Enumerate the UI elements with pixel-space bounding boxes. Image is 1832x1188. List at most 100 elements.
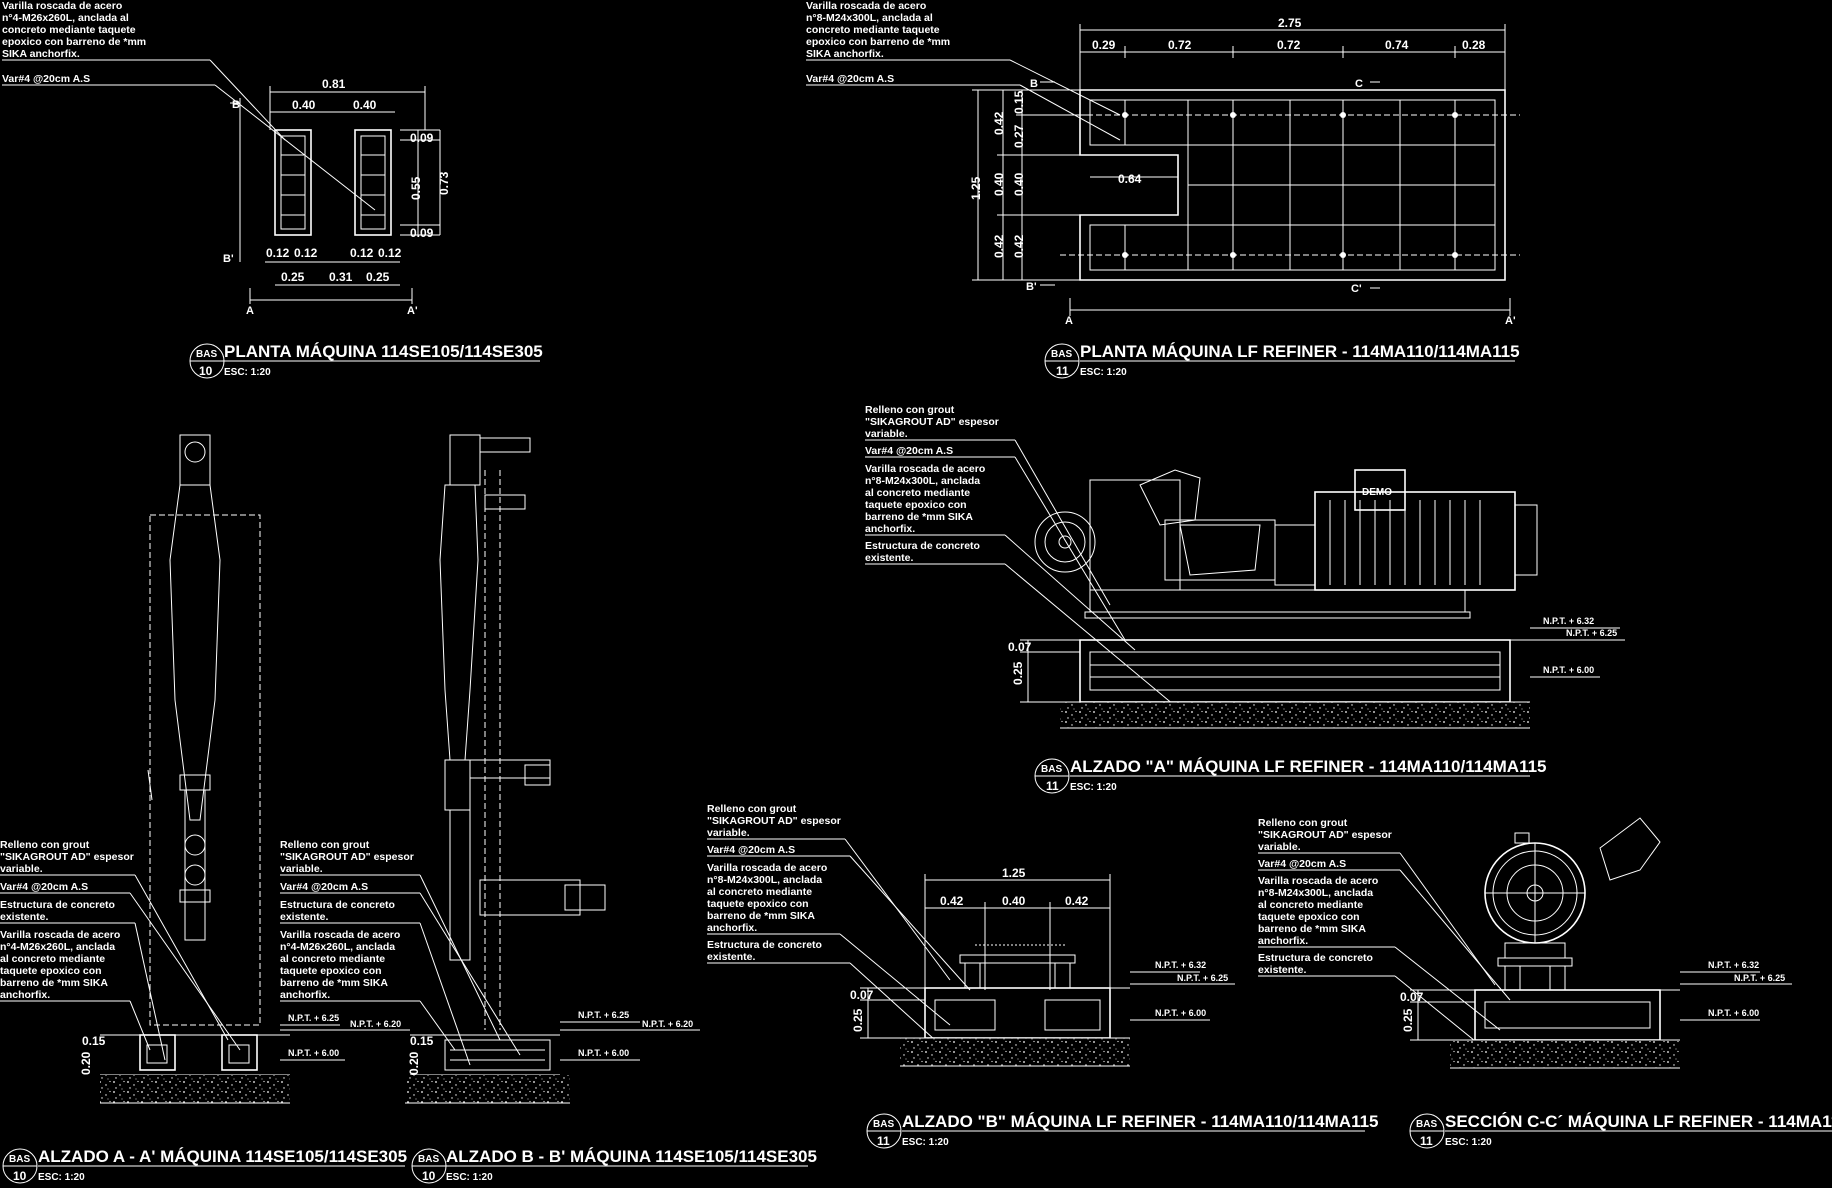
- note-line: Relleno con grout: [0, 839, 90, 851]
- npt-label: N.P.T. + 6.32: [1708, 960, 1759, 970]
- note-line: "SIKAGROUT AD" espesor: [280, 851, 414, 863]
- dim-text: 0.25: [281, 270, 305, 284]
- note-line: Relleno con grout: [280, 839, 370, 851]
- view-title: ALZADO A - A' MÁQUINA 114SE105/114SE305: [38, 1147, 407, 1166]
- note-line: existente.: [865, 552, 914, 564]
- npt-label: N.P.T. + 6.00: [1708, 1008, 1759, 1018]
- view-title: ALZADO B - B' MÁQUINA 114SE105/114SE305: [446, 1147, 817, 1166]
- note-line: n°8-M24x300L, anclada: [865, 475, 980, 487]
- note-line: Relleno con grout: [1258, 817, 1348, 829]
- badge-num: 10: [422, 1169, 436, 1183]
- note-var4: Var#4 @20cm A.S: [806, 73, 894, 85]
- note-line: taquete epoxico con: [280, 965, 382, 977]
- section-c-refiner: Relleno con grout "SIKAGROUT AD" espesor…: [1258, 817, 1792, 1069]
- note-line: Varilla roscada de acero: [2, 0, 122, 12]
- npt-label: N.P.T. + 6.20: [642, 1019, 693, 1029]
- section-mark: A: [246, 305, 254, 317]
- badge-num: 10: [13, 1169, 27, 1183]
- section-mark: C': [1351, 283, 1362, 295]
- dim-text: 0.40: [292, 98, 316, 112]
- scale-text: ESC: 1:20: [224, 367, 271, 378]
- note-line: anchorfix.: [1258, 935, 1308, 947]
- note-line: Estructura de concreto: [280, 899, 395, 911]
- dim-text: 0.09: [410, 131, 434, 145]
- note-line: anchorfix.: [0, 989, 50, 1001]
- scale-text: ESC: 1:20: [1080, 367, 1127, 378]
- view-title: SECCIÓN C-C´ MÁQUINA LF REFINER - 114MA1…: [1445, 1112, 1832, 1131]
- note-line: Varilla roscada de acero: [806, 0, 926, 12]
- badge-num: 11: [1056, 364, 1069, 378]
- npt-label: N.P.T. + 6.25: [578, 1010, 629, 1020]
- badge-top: BAS: [1041, 764, 1062, 775]
- npt-label: N.P.T. + 6.25: [1734, 973, 1785, 983]
- note-line: Varilla roscada de acero: [280, 929, 400, 941]
- note-line: al concreto mediante: [865, 487, 970, 499]
- note-line: concreto mediante taquete: [2, 24, 136, 36]
- dim-text: 0.15: [82, 1034, 106, 1048]
- note-line: "SIKAGROUT AD" espesor: [865, 416, 999, 428]
- dim-text: 0.29: [1092, 38, 1116, 52]
- note-line: n°8-M24x300L, anclada: [1258, 887, 1373, 899]
- section-mark: C: [1355, 78, 1363, 90]
- dim-text: 0.25: [1401, 1008, 1415, 1032]
- badge-num: 11: [877, 1134, 890, 1148]
- note-line: Varilla roscada de acero: [707, 862, 827, 874]
- elevation-b-refiner: Relleno con grout "SIKAGROUT AD" espesor…: [707, 803, 1235, 1067]
- scale-text: ESC: 1:20: [1445, 1137, 1492, 1148]
- badge-top: BAS: [873, 1119, 894, 1130]
- note-line: concreto mediante taquete: [806, 24, 940, 36]
- view-title: ALZADO "B" MÁQUINA LF REFINER - 114MA110…: [902, 1112, 1379, 1131]
- badge-top: BAS: [9, 1154, 30, 1165]
- badge-top: BAS: [418, 1154, 439, 1165]
- dim-text: 0.55: [409, 176, 423, 200]
- badge-top: BAS: [1416, 1119, 1437, 1130]
- dim-text: 1.25: [1002, 866, 1026, 880]
- note-line: n°4-M26x260L, anclada al: [2, 12, 129, 24]
- note-line: anchorfix.: [865, 523, 915, 535]
- note-line: existente.: [1258, 964, 1307, 976]
- note-line: al concreto mediante: [0, 953, 105, 965]
- note-line: anchorfix.: [280, 989, 330, 1001]
- badge-num: 11: [1420, 1134, 1433, 1148]
- dim-text: 0.42: [1012, 234, 1026, 258]
- note-line: SIKA anchorfix.: [806, 48, 884, 60]
- note-line: "SIKAGROUT AD" espesor: [707, 815, 841, 827]
- badge-top: BAS: [1051, 349, 1072, 360]
- badge-num: 11: [1046, 779, 1059, 793]
- elevation-a-refiner: Relleno con grout "SIKAGROUT AD" espesor…: [865, 404, 1625, 729]
- scale-text: ESC: 1:20: [38, 1172, 85, 1183]
- dim-text: 0.07: [1008, 640, 1032, 654]
- npt-label: N.P.T. + 6.00: [288, 1048, 339, 1058]
- note-line: epoxico con barreno de *mm: [806, 36, 950, 48]
- npt-label: N.P.T. + 6.00: [1543, 665, 1594, 675]
- dim-text: 1.25: [969, 176, 983, 200]
- npt-label: N.P.T. + 6.20: [350, 1019, 401, 1029]
- note-line: n°4-M26x260L, anclada: [0, 941, 115, 953]
- section-mark: B': [1026, 281, 1037, 293]
- dim-text: 0.12: [350, 246, 374, 260]
- dim-text: 0.20: [79, 1051, 93, 1075]
- note-line: barreno de *mm SIKA: [0, 977, 108, 989]
- note-line: al concreto mediante: [707, 886, 812, 898]
- title-elevation-bb: BAS 10 ALZADO B - B' MÁQUINA 114SE105/11…: [411, 1147, 817, 1184]
- title-elevation-a: BAS 11 ALZADO "A" MÁQUINA LF REFINER - 1…: [1034, 757, 1547, 794]
- dim-text: 0.28: [1462, 38, 1486, 52]
- motor-brand: DEMO: [1362, 487, 1392, 498]
- npt-label: N.P.T. + 6.32: [1543, 616, 1594, 626]
- note-line: n°8-M24x300L, anclada: [707, 874, 822, 886]
- note-line: Relleno con grout: [707, 803, 797, 815]
- dim-text: 0.09: [410, 226, 434, 240]
- dim-text: 0.40: [992, 172, 1006, 196]
- note-line: "SIKAGROUT AD" espesor: [1258, 829, 1392, 841]
- dim-text: 0.42: [992, 111, 1006, 135]
- section-mark: B: [232, 99, 240, 111]
- npt-label: N.P.T. + 6.32: [1155, 960, 1206, 970]
- note-var4: Var#4 @20cm A.S: [0, 881, 88, 893]
- note-line: Varilla roscada de acero: [865, 463, 985, 475]
- npt-label: N.P.T. + 6.25: [1177, 973, 1228, 983]
- note-line: variable.: [0, 863, 43, 875]
- section-mark: A: [1065, 315, 1073, 327]
- npt-label: N.P.T. + 6.25: [1566, 628, 1617, 638]
- note-varilla-plan-large: Varilla roscada de acero n°8-M24x300L, a…: [806, 0, 1121, 141]
